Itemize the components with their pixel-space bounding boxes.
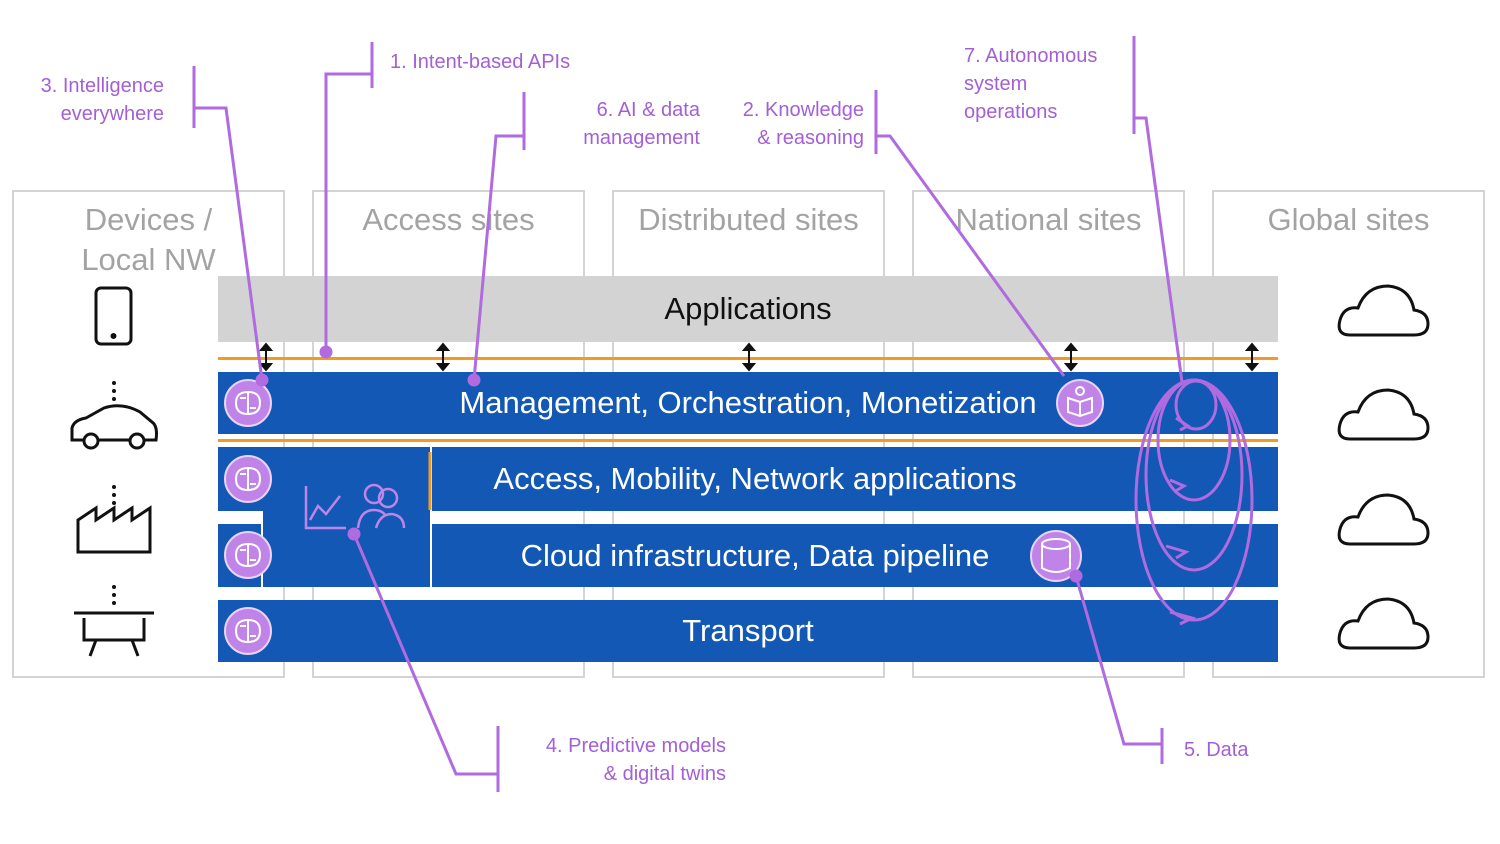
column-title: Devices / Local NW	[81, 202, 216, 277]
autonomous-loops	[1134, 378, 1254, 626]
interface-arrows	[258, 342, 1260, 372]
callout-intelligence-everywhere: 3. Intelligence everywhere	[40, 75, 164, 125]
column-title: National sites	[955, 202, 1142, 237]
callout-connectors	[192, 36, 1184, 792]
column-distributed-sites: Distributed sites	[612, 190, 885, 678]
interface-arrow	[741, 342, 757, 372]
transport-layer-label: Transport	[682, 613, 814, 648]
cloud-icon	[1337, 284, 1430, 337]
cloud-layer-label: Cloud infrastructure, Data pipeline	[520, 538, 990, 573]
table-device-icon	[74, 611, 154, 657]
people-icon	[356, 483, 406, 529]
column-title: Global sites	[1267, 202, 1430, 237]
column-national-sites: National sites	[912, 190, 1185, 678]
orange-divider-bottom	[218, 439, 1278, 442]
database-icon	[1030, 530, 1082, 582]
column-access-sites: Access sites	[312, 190, 585, 678]
callout-intent-based-apis: 1. Intent-based APIs	[390, 51, 571, 73]
brain-icon	[224, 379, 272, 427]
callout-autonomous-operations: 7. Autonomous system operations	[964, 45, 1098, 123]
interface-arrow	[435, 342, 451, 372]
car-icon	[70, 404, 158, 450]
column-devices: Devices / Local NW	[12, 190, 285, 678]
knowledge-icon	[1056, 379, 1104, 427]
column-title: Access sites	[362, 202, 535, 237]
callout-knowledge-reasoning: 2. Knowledge & reasoning	[742, 99, 864, 149]
interface-arrow	[1063, 342, 1079, 372]
callout-ai-data-management: 6. AI & data management	[583, 99, 700, 149]
access-layer-label: Access, Mobility, Network applications	[493, 461, 1017, 496]
callout-data: 5. Data	[1184, 739, 1249, 761]
brain-icon	[224, 455, 272, 503]
cloud-icon	[1337, 388, 1430, 441]
cloud-icon	[1337, 493, 1430, 546]
gap-left-cell	[218, 511, 262, 524]
brain-icon	[224, 531, 272, 579]
chart-icon	[304, 486, 346, 530]
management-layer-label: Management, Orchestration, Monetization	[459, 385, 1037, 420]
cloud-icon	[1337, 597, 1430, 650]
ellipsis-icon	[112, 381, 116, 605]
phone-icon	[94, 286, 133, 346]
interface-arrow	[1244, 342, 1260, 372]
column-global-sites: Global sites	[1212, 190, 1485, 678]
callout-predictive-models: 4. Predictive models & digital twins	[545, 735, 726, 785]
interface-arrow	[258, 342, 274, 372]
factory-icon	[76, 505, 152, 554]
column-title: Distributed sites	[638, 202, 859, 237]
applications-layer: Applications	[218, 276, 1278, 342]
brain-icon	[224, 607, 272, 655]
